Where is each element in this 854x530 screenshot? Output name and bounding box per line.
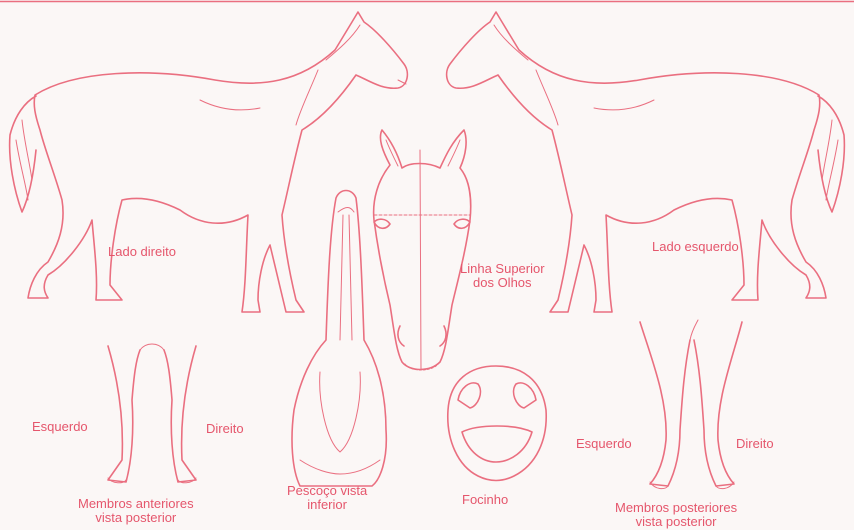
muzzle-outline [448, 366, 546, 481]
nostril-right [398, 326, 404, 346]
head-vertical-guide [420, 150, 421, 370]
eye-left [454, 219, 470, 228]
horse-left-tail [818, 96, 844, 212]
front-leg-left [108, 346, 140, 482]
label-direito-posterior: Direito [736, 437, 774, 451]
label-esquerdo-anterior: Esquerdo [32, 420, 88, 434]
hind-leg-right [694, 322, 742, 486]
label-esquerdo-posterior: Esquerdo [576, 437, 632, 451]
eye-right [374, 219, 390, 228]
label-focinho: Focinho [462, 493, 508, 507]
horse-right-side-view [10, 12, 408, 312]
horse-right-tail [10, 96, 36, 212]
label-lado-esquerdo: Lado esquerdo [652, 240, 739, 254]
label-membros-anteriores-line2: vista posterior [78, 511, 194, 525]
front-leg-right [164, 346, 196, 482]
label-membros-posteriores: Membros posteriores vista posterior [615, 501, 737, 529]
head-outline [374, 130, 471, 370]
label-pescoco-line2: inferior [287, 498, 367, 512]
label-linha-superior-dos-olhos: Linha Superior dos Olhos [460, 262, 545, 290]
hind-legs-rear-view [640, 320, 742, 489]
label-membros-anteriores: Membros anteriores vista posterior [78, 497, 194, 525]
front-legs-rear-view [108, 344, 196, 483]
hind-leg-left [640, 322, 690, 486]
label-pescoco-vista-inferior: Pescoço vista inferior [287, 484, 367, 512]
muzzle-view [448, 366, 546, 481]
label-membros-posteriores-line2: vista posterior [615, 515, 737, 529]
label-linha-superior-line1: Linha Superior [460, 262, 545, 276]
neck-outline [292, 191, 386, 487]
muzzle-nostril-left [514, 383, 536, 408]
head-front-view [374, 130, 471, 370]
label-membros-anteriores-line1: Membros anteriores [78, 497, 194, 511]
muzzle-nostril-right [458, 383, 480, 408]
label-lado-direito: Lado direito [108, 245, 176, 259]
label-pescoco-line1: Pescoço vista [287, 484, 367, 498]
muzzle-lip [462, 426, 532, 462]
label-linha-superior-line2: dos Olhos [460, 276, 545, 290]
label-direito-anterior: Direito [206, 422, 244, 436]
label-membros-posteriores-line1: Membros posteriores [615, 501, 737, 515]
neck-underside-view [292, 191, 386, 487]
